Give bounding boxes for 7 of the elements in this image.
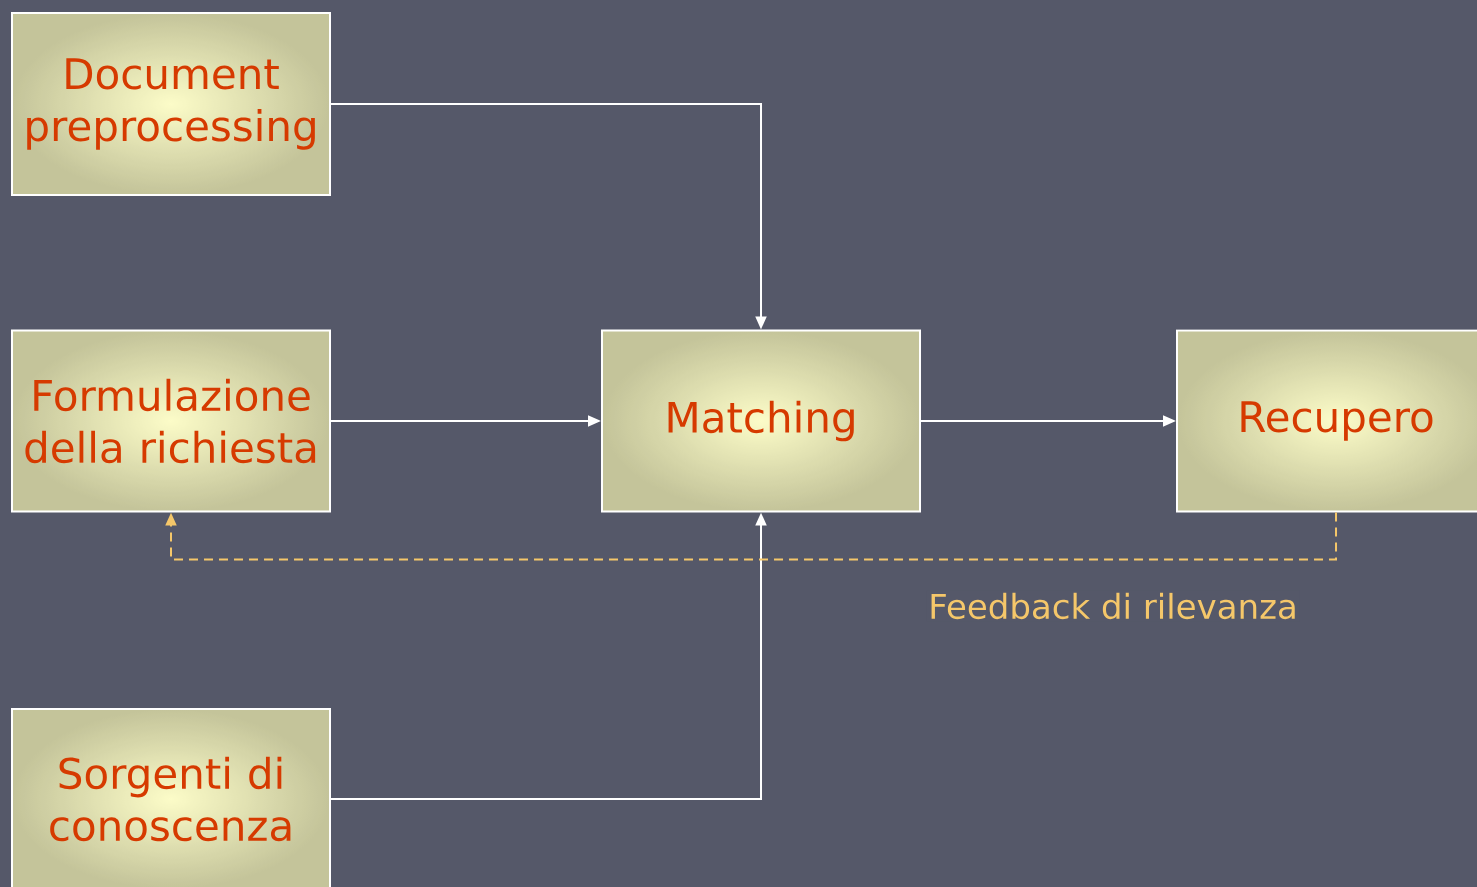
process-box: Matching: [601, 329, 921, 513]
process-box: Recupero: [1176, 329, 1477, 513]
process-box: Document preprocessing: [11, 12, 331, 196]
process-box: Formulazione della richiesta: [11, 329, 331, 513]
arrow: [165, 511, 1337, 561]
edge-label: Feedback di rilevanza: [926, 590, 1300, 622]
process-box: Sorgenti di conoscenza: [11, 708, 331, 887]
